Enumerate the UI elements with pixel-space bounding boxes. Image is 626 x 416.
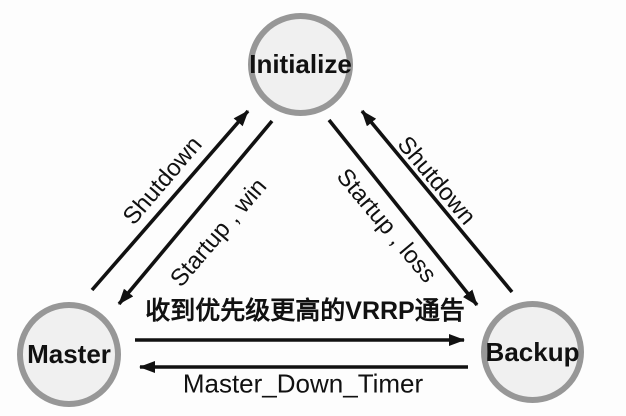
- edge-initialize-to-backup-arrow: [327, 118, 479, 307]
- edge-initialize-to-master-arrow: [117, 119, 274, 306]
- edge-master-to-initialize-arrow: [90, 109, 250, 292]
- edge-label-backup-to-master: Master_Down_Timer: [182, 368, 424, 399]
- state-label-initialize: Initialize: [249, 49, 352, 79]
- state-node-master: Master: [17, 302, 121, 407]
- state-label-master: Master: [27, 339, 111, 369]
- state-label-backup: Backup: [485, 336, 580, 367]
- edge-label-master-to-backup: 收到优先级更高的VRRP通告: [145, 297, 465, 325]
- state-node-backup: Backup: [481, 301, 584, 403]
- state-node-initialize: Initialize: [248, 13, 353, 116]
- edge-backup-to-initialize-arrow: [360, 109, 514, 294]
